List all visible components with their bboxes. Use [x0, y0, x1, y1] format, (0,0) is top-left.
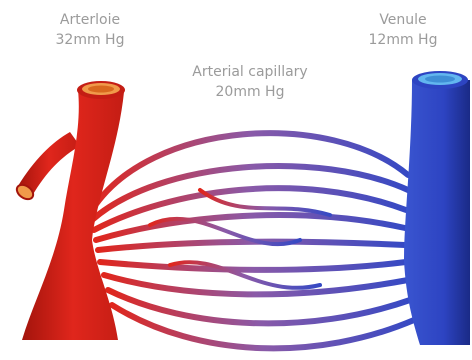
venule-pressure: 12mm Hg — [355, 30, 451, 50]
venule-label: Venule 12mm Hg — [355, 10, 451, 50]
capillary-label: Arterial capillary 20mm Hg — [175, 62, 325, 102]
capillary-network — [92, 133, 414, 348]
capillary-strand — [100, 262, 406, 270]
capillary-pressure: 20mm Hg — [175, 82, 325, 102]
venule-vessel — [404, 71, 470, 345]
venule-name: Venule — [355, 10, 451, 30]
arteriole-pressure: 32mm Hg — [47, 30, 133, 50]
arteriole-label: Arterloie 32mm Hg — [47, 10, 133, 50]
capillary-name: Arterial capillary — [175, 62, 325, 82]
capillary-strand — [98, 242, 405, 250]
capillary-strand — [96, 215, 405, 240]
capillary-strand — [104, 275, 408, 294]
arteriole-name: Arterloie — [47, 10, 133, 30]
